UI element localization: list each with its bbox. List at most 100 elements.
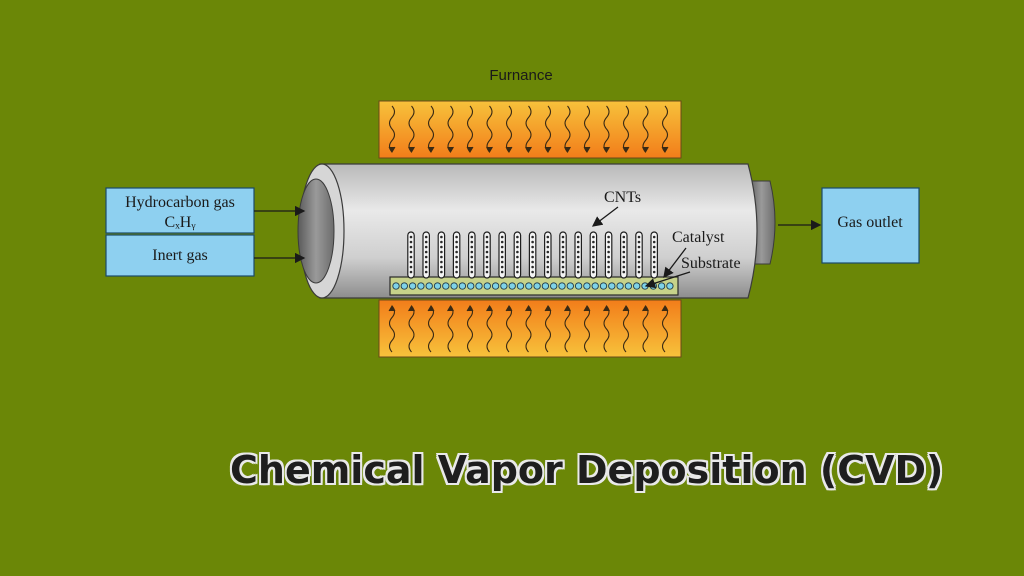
nanotube-dot bbox=[409, 260, 413, 264]
nanotube-dot bbox=[576, 245, 580, 249]
heat-wave bbox=[427, 105, 435, 153]
nanotube-dot bbox=[592, 260, 595, 264]
nanotube-dot bbox=[607, 245, 610, 249]
inert-gas-label: Inert gas bbox=[152, 247, 208, 264]
heat-wave bbox=[583, 105, 591, 153]
nanotube-dot bbox=[576, 270, 580, 274]
heat-waves-bottom bbox=[388, 305, 669, 353]
nanotube-dot bbox=[440, 260, 443, 264]
heat-wave-arrowhead bbox=[642, 305, 649, 312]
nanotube-dot bbox=[576, 255, 580, 259]
nanotube-dot bbox=[516, 235, 519, 239]
nanotube-dot bbox=[485, 255, 489, 259]
carbon-nanotubes bbox=[407, 231, 659, 279]
heat-wave bbox=[642, 105, 649, 153]
nanotube-dot bbox=[455, 240, 458, 244]
catalyst-particle bbox=[450, 282, 458, 290]
nanotube-dot bbox=[500, 270, 504, 274]
catalyst-particle bbox=[666, 282, 674, 290]
hydrocarbon-gas-label: Hydrocarbon gas bbox=[125, 194, 235, 211]
nanotube-dot bbox=[440, 235, 443, 239]
heat-wave bbox=[408, 305, 415, 353]
catalyst-particle bbox=[566, 282, 574, 290]
heat-wave-arrowhead bbox=[661, 305, 669, 312]
nanotube-dot bbox=[546, 270, 550, 274]
heat-wave-arrowhead bbox=[466, 305, 474, 312]
nanotube-dot bbox=[637, 235, 641, 239]
heat-wave-arrowhead bbox=[544, 146, 552, 153]
nanotube-dot bbox=[607, 235, 610, 239]
heat-wave-arrowhead bbox=[408, 305, 415, 312]
heat-wave-arrowhead bbox=[622, 305, 630, 312]
carbon-nanotube bbox=[483, 231, 491, 279]
nanotube-dot bbox=[607, 260, 610, 264]
carbon-nanotube bbox=[468, 231, 476, 279]
catalyst-particle bbox=[574, 282, 583, 290]
substrate-arrow bbox=[644, 271, 691, 289]
heat-wave bbox=[505, 105, 513, 153]
nanotube-dot bbox=[592, 270, 595, 274]
nanotube-dot bbox=[500, 245, 504, 249]
heat-wave-arrowhead bbox=[408, 146, 415, 153]
nanotube-dot bbox=[500, 240, 504, 244]
nanotube-dot bbox=[440, 240, 443, 244]
catalyst-particle bbox=[558, 282, 566, 290]
nanotube-dot bbox=[424, 250, 428, 254]
nanotube-dot bbox=[607, 240, 610, 244]
nanotube-dot bbox=[516, 255, 519, 259]
heat-wave bbox=[486, 305, 493, 353]
nanotube-dot bbox=[652, 255, 656, 259]
nanotube-dot bbox=[470, 265, 474, 269]
catalyst-particles bbox=[392, 282, 674, 290]
heat-wave bbox=[505, 305, 513, 353]
nanotube-dot bbox=[455, 255, 458, 259]
catalyst-particle bbox=[433, 282, 442, 290]
heat-wave bbox=[388, 305, 396, 353]
heat-wave bbox=[622, 305, 630, 353]
catalyst-particle bbox=[633, 282, 641, 290]
nanotube-dot bbox=[561, 245, 565, 249]
nanotube-dot bbox=[424, 240, 428, 244]
nanotube-dot bbox=[622, 255, 626, 259]
nanotube-dot bbox=[576, 235, 580, 239]
catalyst-particle bbox=[425, 282, 433, 290]
heat-wave bbox=[583, 305, 591, 353]
nanotube-dot bbox=[546, 240, 550, 244]
nanotube-dot bbox=[531, 240, 534, 244]
heat-wave-arrowhead bbox=[388, 305, 396, 312]
catalyst-particle bbox=[400, 282, 408, 290]
heat-wave bbox=[544, 105, 552, 153]
heat-wave bbox=[466, 305, 474, 353]
furnace-bottom bbox=[378, 299, 682, 358]
nanotube-dot bbox=[455, 270, 458, 274]
nanotube-dot bbox=[500, 250, 504, 254]
nanotube-dot bbox=[561, 240, 565, 244]
nanotube-dot bbox=[592, 265, 595, 269]
heat-wave bbox=[603, 305, 610, 353]
nanotube-dot bbox=[424, 245, 428, 249]
nanotube-dot bbox=[652, 265, 656, 269]
nanotube-dot bbox=[470, 235, 474, 239]
heat-wave-arrowhead bbox=[388, 146, 396, 153]
heat-wave bbox=[544, 305, 552, 353]
carbon-nanotube bbox=[604, 231, 613, 279]
hydrocarbon-formula: CₓHᵧ bbox=[164, 214, 196, 231]
heat-wave-arrowhead bbox=[505, 146, 513, 153]
nanotube-dot bbox=[576, 260, 580, 264]
catalyst-particle bbox=[491, 282, 500, 290]
catalyst-particle bbox=[599, 282, 608, 290]
nanotube-dot bbox=[500, 265, 504, 269]
catalyst-particle bbox=[541, 282, 550, 290]
nanotube-dot bbox=[561, 270, 565, 274]
heat-wave bbox=[603, 105, 610, 153]
nanotube-dot bbox=[546, 250, 550, 254]
catalyst-particle bbox=[616, 282, 624, 290]
carbon-nanotube bbox=[619, 231, 628, 279]
nanotube-dot bbox=[637, 270, 641, 274]
nanotube-dot bbox=[455, 260, 458, 264]
nanotube-dot bbox=[516, 260, 519, 264]
nanotube-dot bbox=[637, 260, 641, 264]
nanotube-dot bbox=[470, 270, 474, 274]
nanotube-dot bbox=[546, 245, 550, 249]
catalyst-particle bbox=[442, 282, 450, 290]
